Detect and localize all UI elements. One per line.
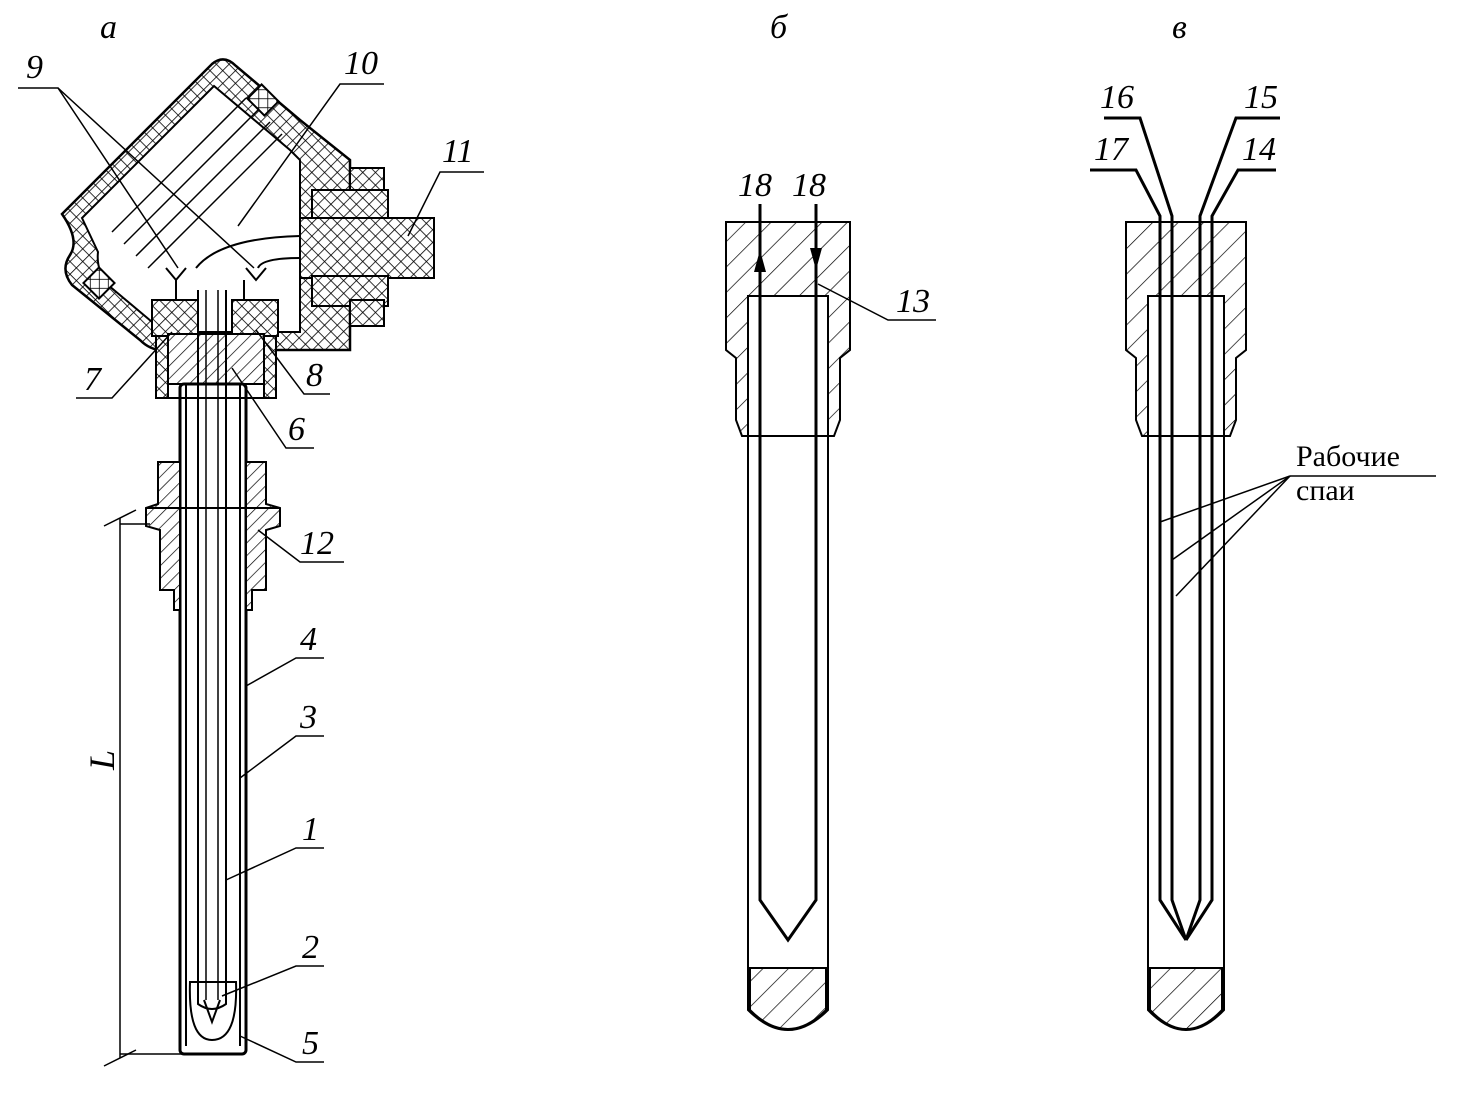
- callout-10: 10: [344, 45, 378, 82]
- junction-label-line2: спаи: [1296, 474, 1355, 507]
- callout-4: 4: [300, 621, 317, 658]
- conductor-16: [1104, 116, 1188, 941]
- junction-leader: [1171, 475, 1291, 561]
- leader-9b: [57, 87, 255, 269]
- junction-cap: [188, 981, 238, 1042]
- callout-18-left: 18: [738, 167, 772, 204]
- callout-8: 8: [306, 357, 323, 394]
- leader-8: [255, 329, 330, 395]
- terminal-head: [60, 58, 435, 352]
- leader-1: [225, 847, 324, 881]
- leader-2: [221, 965, 324, 997]
- dimension-tick: [103, 1049, 137, 1067]
- callout-18-right: 18: [792, 167, 826, 204]
- callout-16: 16: [1100, 79, 1134, 116]
- bushing: [167, 333, 265, 385]
- callout-5: 5: [302, 1025, 319, 1062]
- bushing-flange: [155, 335, 169, 399]
- leader-4: [245, 657, 324, 687]
- leader-5: [239, 1035, 324, 1063]
- callout-15: 15: [1244, 79, 1278, 116]
- conductor-17: [1090, 168, 1188, 941]
- arrow-up: [754, 250, 766, 272]
- gland-nut-bottom: [349, 299, 385, 327]
- bushing-base: [167, 383, 265, 399]
- panel-b-label: б: [770, 9, 789, 46]
- leader-11: [407, 171, 484, 237]
- leader-13: [817, 283, 936, 321]
- conductor-pair: [758, 204, 818, 943]
- leader-7: [76, 331, 173, 399]
- callout-11: 11: [442, 133, 473, 170]
- arrow-down: [810, 248, 822, 270]
- gland-body-top: [311, 189, 389, 223]
- wire: [195, 235, 301, 269]
- leader-10: [237, 83, 384, 227]
- hinge-block: [82, 266, 116, 300]
- insulator-right: [231, 299, 279, 337]
- sheath-tip: [749, 967, 827, 1030]
- callout-13: 13: [896, 283, 930, 320]
- hot-junction: [203, 999, 221, 1025]
- leader-12: [257, 529, 344, 563]
- wire: [257, 257, 301, 269]
- panel-v: в 17 16 15 14 Рабочие спаи: [1090, 9, 1436, 1031]
- callout-9: 9: [26, 49, 43, 86]
- conductor-14: [1184, 168, 1276, 941]
- junction-label-line1: Рабочие: [1296, 440, 1400, 473]
- panel-v-label: в: [1172, 9, 1187, 46]
- leader-3: [239, 735, 324, 779]
- fitting: [245, 461, 281, 611]
- conductor-15: [1184, 116, 1280, 941]
- callout-1: 1: [302, 811, 319, 848]
- junction-leader: [1159, 475, 1291, 523]
- junction-leader: [1175, 475, 1291, 597]
- panel-a: а: [18, 9, 484, 1067]
- cable-plug: [299, 217, 435, 279]
- dimension-label: L: [82, 750, 122, 771]
- hinge-block: [246, 83, 280, 117]
- lid-line: [111, 97, 247, 233]
- callouts-a: 9 10 11 7 8 6 12 4 3 1 2 5: [18, 45, 484, 1063]
- panel-a-label: а: [100, 9, 117, 46]
- leader-6: [231, 367, 314, 449]
- callout-6: 6: [288, 411, 305, 448]
- callout-3: 3: [299, 699, 317, 736]
- panel-b: б 18 18 13: [725, 9, 936, 1031]
- callout-17: 17: [1094, 131, 1130, 168]
- callout-2: 2: [302, 929, 319, 966]
- lid-line: [147, 133, 283, 269]
- sheath-tip: [1149, 967, 1223, 1030]
- callout-7: 7: [84, 361, 103, 398]
- dimension-tick: [103, 509, 137, 527]
- callout-14: 14: [1242, 131, 1276, 168]
- protective-tube: [178, 382, 248, 1056]
- bushing-flange: [263, 335, 277, 399]
- terminal-screw: [245, 267, 267, 282]
- lid-line: [135, 121, 271, 257]
- fitting: [145, 461, 181, 611]
- insulator-tube: [197, 290, 227, 1010]
- insulator-left: [151, 299, 199, 337]
- callout-12: 12: [300, 525, 334, 562]
